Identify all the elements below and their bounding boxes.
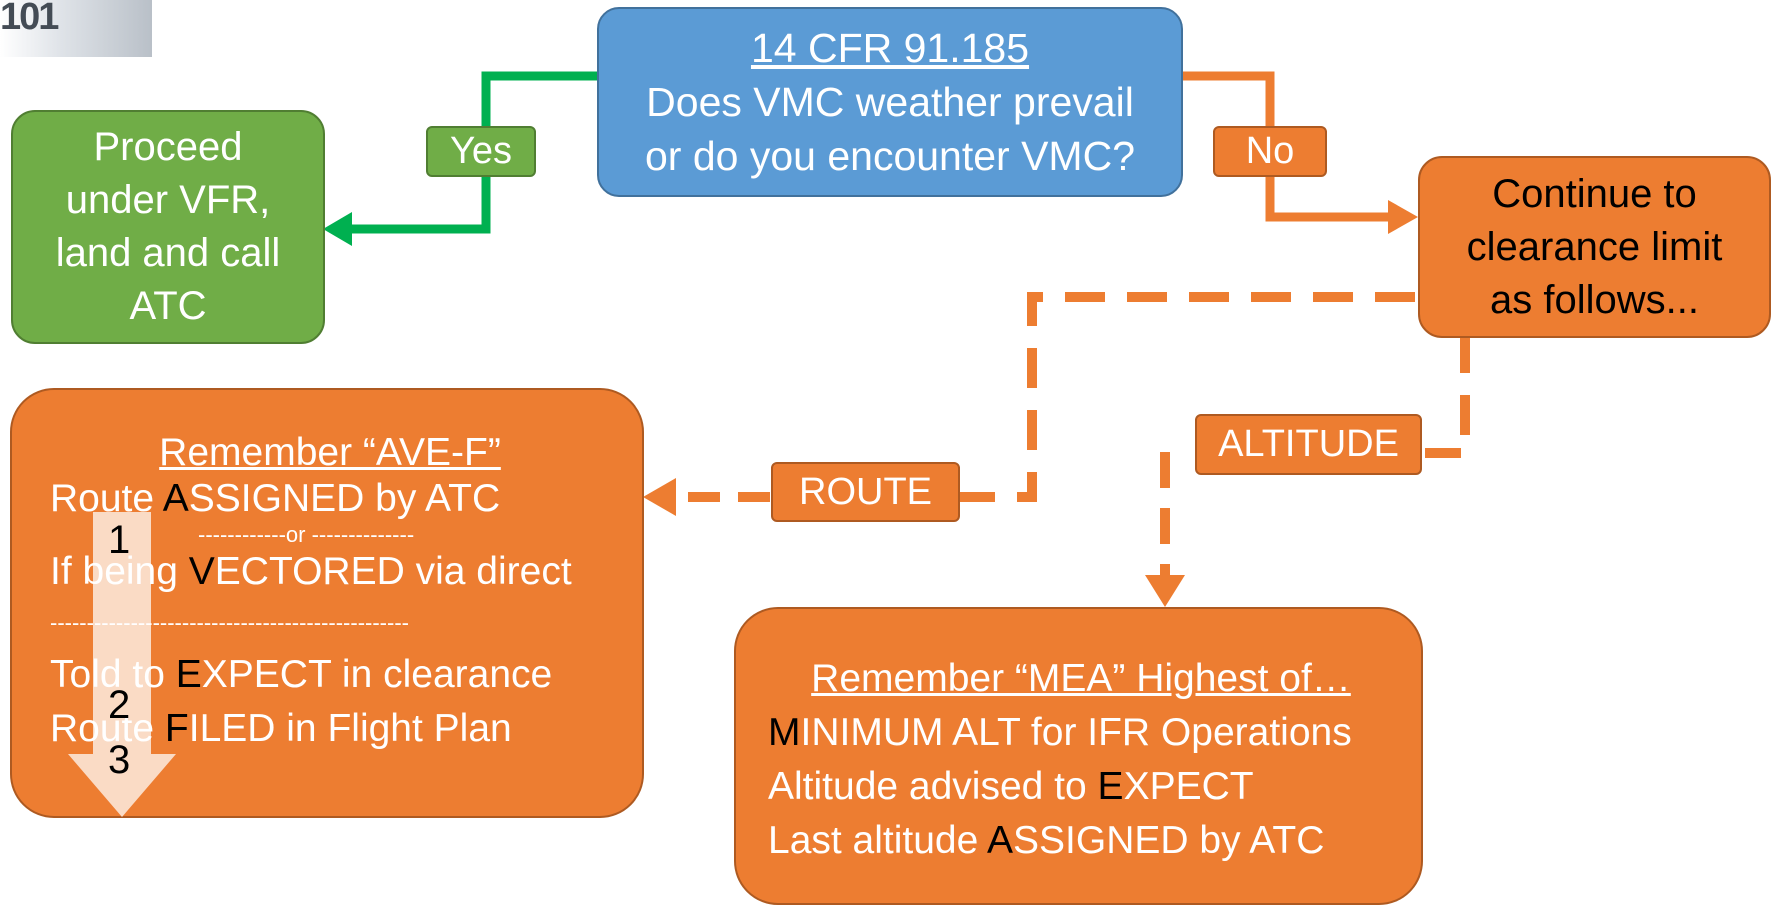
continue-line-1: Continue to (1492, 171, 1697, 216)
ave-f-title: Remember “AVE-F” (159, 431, 501, 474)
ave-f-or-separator: ------------or -------------- (198, 522, 415, 547)
route-label: ROUTE (771, 462, 960, 522)
decision-line-1: Does VMC weather prevail (646, 79, 1134, 125)
decision-title: 14 CFR 91.185 (750, 25, 1030, 71)
mea-line-expect: Altitude advised to EXPECT (768, 765, 1254, 808)
vfr-action-box: Proceed under VFR, land and call ATC (11, 110, 325, 344)
altitude-arrowhead (1145, 575, 1185, 607)
step-number-1: 1 (108, 518, 131, 562)
no-label: No (1213, 126, 1327, 177)
mea-line-minimum: MINIMUM ALT for IFR Operations (768, 711, 1352, 754)
mea-line-assigned: Last altitude ASSIGNED by ATC (768, 819, 1325, 862)
no-label-text: No (1245, 130, 1295, 172)
altitude-label: ALTITUDE (1195, 414, 1422, 475)
ave-f-line-vectored: If being VECTORED via direct (50, 550, 572, 593)
ave-f-line-assigned: Route ASSIGNED by ATC (50, 477, 501, 520)
continue-line-2: clearance limit (1466, 224, 1723, 269)
vfr-line-1: Proceed (93, 125, 243, 169)
priority-order-arrow (68, 512, 176, 817)
altitude-connector (1425, 333, 1470, 458)
step-number-3: 3 (108, 738, 131, 782)
vfr-line-4: ATC (129, 284, 207, 328)
yes-arrowhead (323, 212, 352, 246)
route-arrowhead (643, 478, 676, 516)
vfr-line-3: land and call (55, 231, 281, 275)
decision-line-2: or do you encounter VMC? (645, 133, 1135, 179)
yes-label-text: Yes (450, 130, 512, 172)
altitude-label-text: ALTITUDE (1218, 423, 1399, 465)
logo: 101 (0, 0, 152, 57)
vfr-line-2: under VFR, (65, 178, 271, 222)
mea-box: Remember “MEA” Highest of… MINIMUM ALT f… (734, 607, 1423, 905)
logo-text: 101 (0, 0, 59, 38)
route-connector (958, 292, 1415, 502)
continue-line-3: as follows... (1490, 277, 1699, 322)
decision-box: 14 CFR 91.185 Does VMC weather prevail o… (597, 7, 1183, 197)
route-label-text: ROUTE (799, 470, 932, 513)
no-arrowhead (1388, 200, 1418, 234)
mea-title: Remember “MEA” Highest of… (811, 657, 1351, 700)
yes-label: Yes (426, 126, 536, 177)
continue-box: Continue to clearance limit as follows..… (1418, 156, 1771, 338)
step-number-2: 2 (108, 683, 131, 727)
